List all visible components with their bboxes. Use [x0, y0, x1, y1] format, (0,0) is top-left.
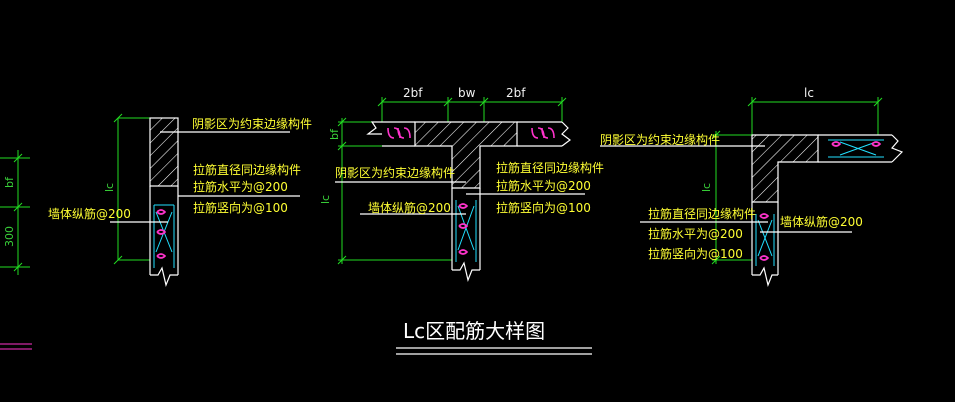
mid-tie-note-1: 拉筋直径同边缘构件 — [496, 160, 604, 175]
left-shaded-zone — [149, 117, 179, 187]
left-lc-label: lc — [103, 183, 116, 192]
right-tie-note-1: 拉筋直径同边缘构件 — [648, 206, 756, 221]
mid-dim-2bf-right: 2bf — [506, 86, 526, 100]
mid-tie-note-3: 拉筋竖向为@100 — [496, 200, 591, 215]
mid-bf-label: bf — [328, 128, 341, 140]
right-detail: lc lc 阴影区为约束边缘构件 — [600, 86, 904, 287]
left-tie-note-1: 拉筋直径同边缘构件 — [193, 162, 301, 177]
mid-wall-note: 墙体纵筋@200 — [368, 200, 451, 215]
drawing-title: Lc区配筋大样图 — [396, 319, 592, 355]
right-dim-lc: lc — [804, 86, 814, 100]
title-text: Lc区配筋大样图 — [403, 319, 545, 343]
left-tie-note-2: 拉筋水平为@200 — [193, 179, 288, 194]
right-tie-note-2: 拉筋水平为@200 — [648, 226, 743, 241]
edge-partial-detail: bf 300 — [0, 150, 32, 350]
right-shaded-zone — [751, 134, 819, 203]
mid-dim-2bf-left: 2bf — [403, 86, 423, 100]
mid-dim-bw: bw — [458, 86, 476, 100]
mid-shaded-note: 阴影区为约束边缘构件 — [335, 165, 455, 180]
middle-detail: 2bf bw 2bf bf lc — [319, 86, 604, 282]
left-tie-note-3: 拉筋竖向为@100 — [193, 200, 288, 215]
edge-bf-label: bf — [3, 176, 16, 188]
mid-tie-note-2: 拉筋水平为@200 — [496, 178, 591, 193]
right-wall-note: 墙体纵筋@200 — [780, 214, 863, 229]
edge-300-label: 300 — [3, 226, 16, 247]
left-wall-note: 墙体纵筋@200 — [48, 206, 131, 221]
right-lc-label: lc — [700, 183, 713, 192]
mid-lc-label: lc — [319, 195, 332, 204]
right-shaded-note: 阴影区为约束边缘构件 — [600, 132, 720, 147]
left-shaded-note: 阴影区为约束边缘构件 — [192, 116, 312, 131]
right-tie-note-3: 拉筋竖向为@100 — [648, 246, 743, 261]
left-detail: lc 阴影区为约束边缘构件 拉筋直径同边缘构件 拉筋水平为@200 拉筋竖向为@… — [48, 113, 312, 287]
